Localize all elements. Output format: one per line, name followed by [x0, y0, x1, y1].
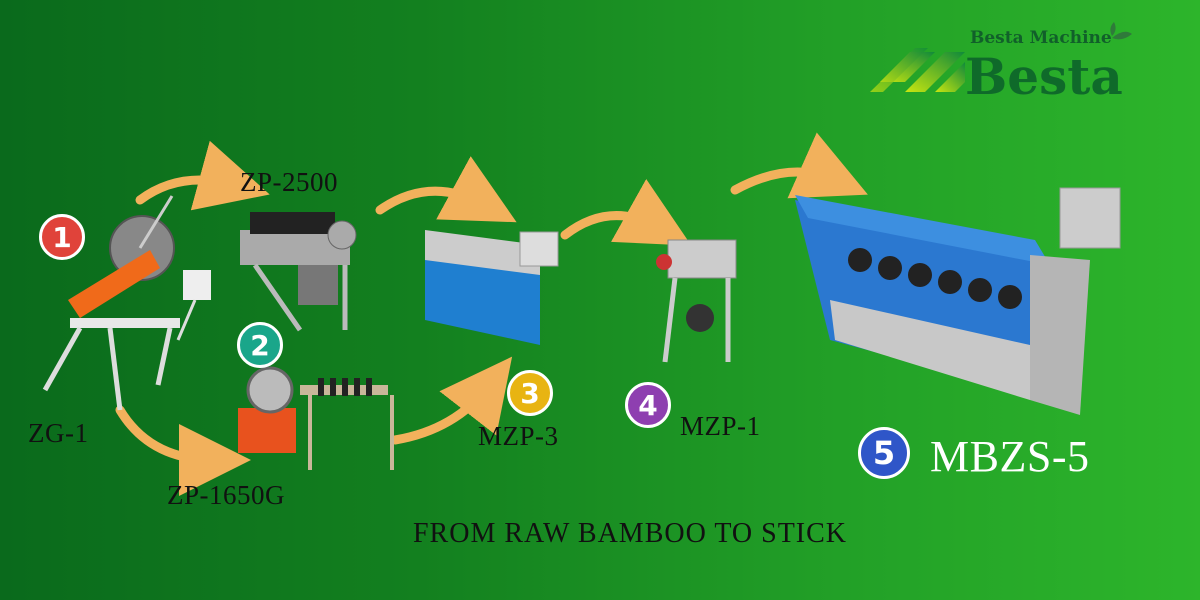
logo-tagline: Besta Machine: [970, 28, 1112, 48]
step-badge-4: 4: [625, 382, 671, 428]
machine-mbzs5-image: [795, 187, 1121, 415]
model-label-mzp1: MZP-1: [680, 411, 761, 441]
besta-logo-mark: [870, 22, 1132, 92]
model-label-mzp3: MZP-3: [478, 421, 559, 451]
arrow-mzp3-to-mzp1: [560, 179, 692, 246]
machine-zp2500-image: [240, 212, 357, 332]
step-badge-5: 5: [858, 427, 910, 479]
footer-caption: FROM RAW BAMBOO TO STICK: [412, 518, 848, 549]
step-badge-3: 3: [507, 370, 553, 416]
model-label-zp1650g: ZP-1650G: [167, 480, 285, 510]
machine-mzp3-image: [425, 230, 559, 345]
arrow-zg1-to-zp2500: [135, 140, 270, 211]
model-label-zp2500: ZP-2500: [240, 167, 338, 197]
step-badge-1: 1: [39, 214, 85, 260]
model-label-mbzs5: MBZS-5: [930, 432, 1090, 481]
arrow-zg1-to-zp1650g: [115, 405, 251, 496]
arrow-mzp1-to-mbzs5: [730, 132, 868, 199]
machine-zp1650g-image: [238, 366, 394, 470]
arrow-zp2500-to-mzp3: [375, 156, 517, 223]
machine-zg1-image: [42, 195, 211, 411]
model-label-zg1: ZG-1: [28, 418, 89, 448]
logo-brand: Besta: [965, 47, 1123, 106]
step-badge-2: 2: [237, 322, 283, 368]
machine-mzp1-image: [656, 239, 737, 363]
arrow-zp1650g-to-mzp3: [390, 356, 513, 445]
